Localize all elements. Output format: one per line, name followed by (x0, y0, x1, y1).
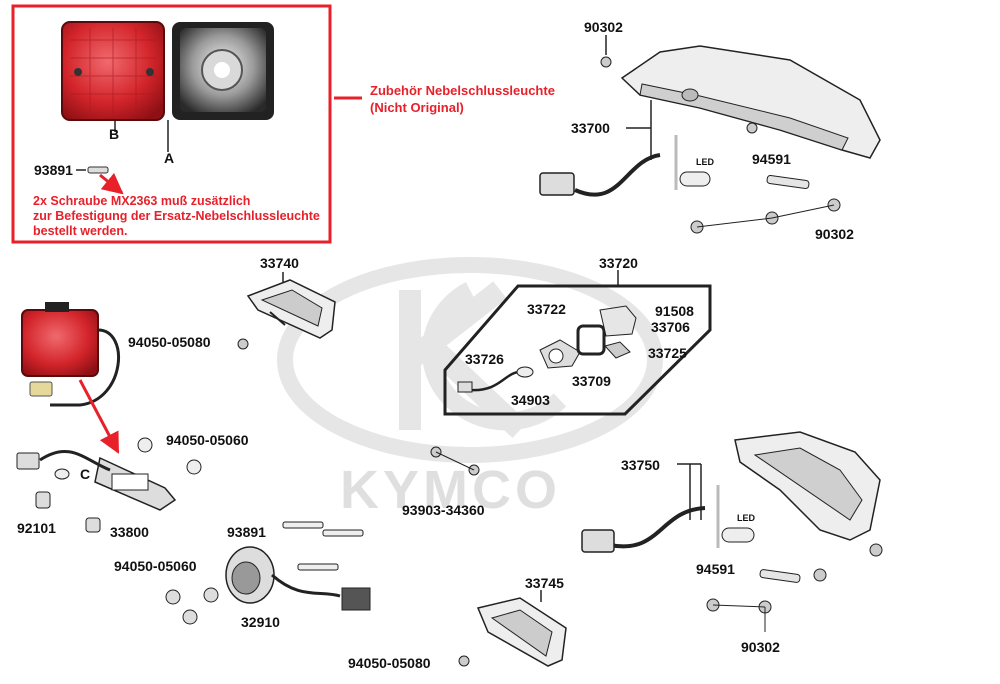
part-93891: 93891 (227, 524, 266, 540)
washer-94050-05060-a (137, 437, 153, 453)
part-33700: 33700 (571, 120, 610, 136)
lens-33706 (599, 305, 637, 337)
screws-90302-bottom (706, 543, 883, 632)
bulb-c (54, 468, 70, 480)
fog-lamp-photo-b (61, 21, 165, 121)
tail-light-33750 (734, 431, 881, 541)
fog-lamp-arrow (78, 379, 120, 454)
screws-93903-34360 (430, 446, 480, 476)
nut-94050-05080-b (458, 655, 470, 667)
fog-lamp-photo-a (172, 22, 274, 120)
screw-93891-accessory (76, 166, 109, 174)
part-32910: 32910 (241, 614, 280, 630)
group-box-33720 (443, 284, 712, 416)
socket-32910 (225, 546, 371, 611)
nuts-94050-05060-b (165, 587, 219, 625)
note-arrow (99, 172, 124, 195)
part-94050-05080-b: 94050-05080 (348, 655, 431, 671)
lamp-assembly-33800 (16, 449, 177, 511)
part-94050-05060-a: 94050-05060 (166, 432, 249, 448)
accessory-note-line1: 2x Schraube MX2363 muß zusätzlich (33, 194, 251, 208)
accessory-box (11, 4, 332, 244)
part-33720: 33720 (599, 255, 638, 271)
led-top (679, 171, 711, 187)
part-94591-top: 94591 (752, 151, 791, 167)
part-90302-top: 90302 (584, 19, 623, 35)
part-33745: 33745 (525, 575, 564, 591)
wire-33726 (469, 370, 521, 392)
part-90302-bottom: 90302 (741, 639, 780, 655)
label-c: C (80, 466, 91, 482)
clip-33725 (604, 341, 631, 359)
connector-33750 (581, 529, 615, 553)
part-33726: 33726 (465, 351, 504, 367)
connector-33700 (539, 172, 575, 196)
part-33722: 33722 (527, 301, 566, 317)
fog-lamp-photo-left (21, 302, 120, 407)
accessory-note-line3: bestellt werden. (33, 224, 128, 238)
screws-93891 (282, 521, 364, 571)
part-91508: 91508 (655, 303, 694, 319)
label-b: B (109, 126, 120, 142)
bolts-92101 (35, 491, 101, 533)
led-bottom (721, 527, 755, 543)
socket-33722 (539, 339, 581, 369)
screws-90302-mid (690, 198, 841, 234)
kymco-watermark (277, 257, 663, 463)
part-33725: 33725 (648, 345, 687, 361)
accessory-title-line1: Zubehör Nebelschlussleuchte (370, 83, 555, 98)
wire-33700 (574, 153, 661, 197)
accessory-note-line2: zur Befestigung der Ersatz-Nebelschlussl… (33, 209, 320, 223)
part-94050-05080-a: 94050-05080 (128, 334, 211, 350)
part-33709: 33709 (572, 373, 611, 389)
screw-90302-top (600, 56, 612, 68)
part-33750: 33750 (621, 457, 660, 473)
pad-94591-top (766, 175, 810, 189)
bulb-34903 (516, 366, 534, 378)
led-bottom-label: LED (737, 513, 755, 523)
accessory-title-line2: (Nicht Original) (370, 100, 464, 115)
plate-light-33745 (476, 597, 567, 667)
plate-light-33740 (246, 279, 336, 339)
part-93903-34360: 93903-34360 (402, 502, 485, 518)
part-34903: 34903 (511, 392, 550, 408)
part-92101: 92101 (17, 520, 56, 536)
part-90302-mid: 90302 (815, 226, 854, 242)
part-33740: 33740 (260, 255, 299, 271)
part-94591-bottom: 94591 (696, 561, 735, 577)
part-33706: 33706 (651, 319, 690, 335)
nut-94050-05080-a (237, 338, 249, 350)
gasket-33709 (576, 324, 606, 356)
part-94050-05060-b: 94050-05060 (114, 558, 197, 574)
tail-light-33700 (620, 45, 881, 159)
led-top-label: LED (696, 157, 714, 167)
kymco-watermark-text: KYMCO (340, 460, 561, 520)
label-a: A (164, 150, 175, 166)
wire-33750 (609, 506, 706, 549)
part-93891-accessory: 93891 (34, 162, 73, 178)
part-33800: 33800 (110, 524, 149, 540)
pad-94591-bottom (759, 569, 801, 583)
